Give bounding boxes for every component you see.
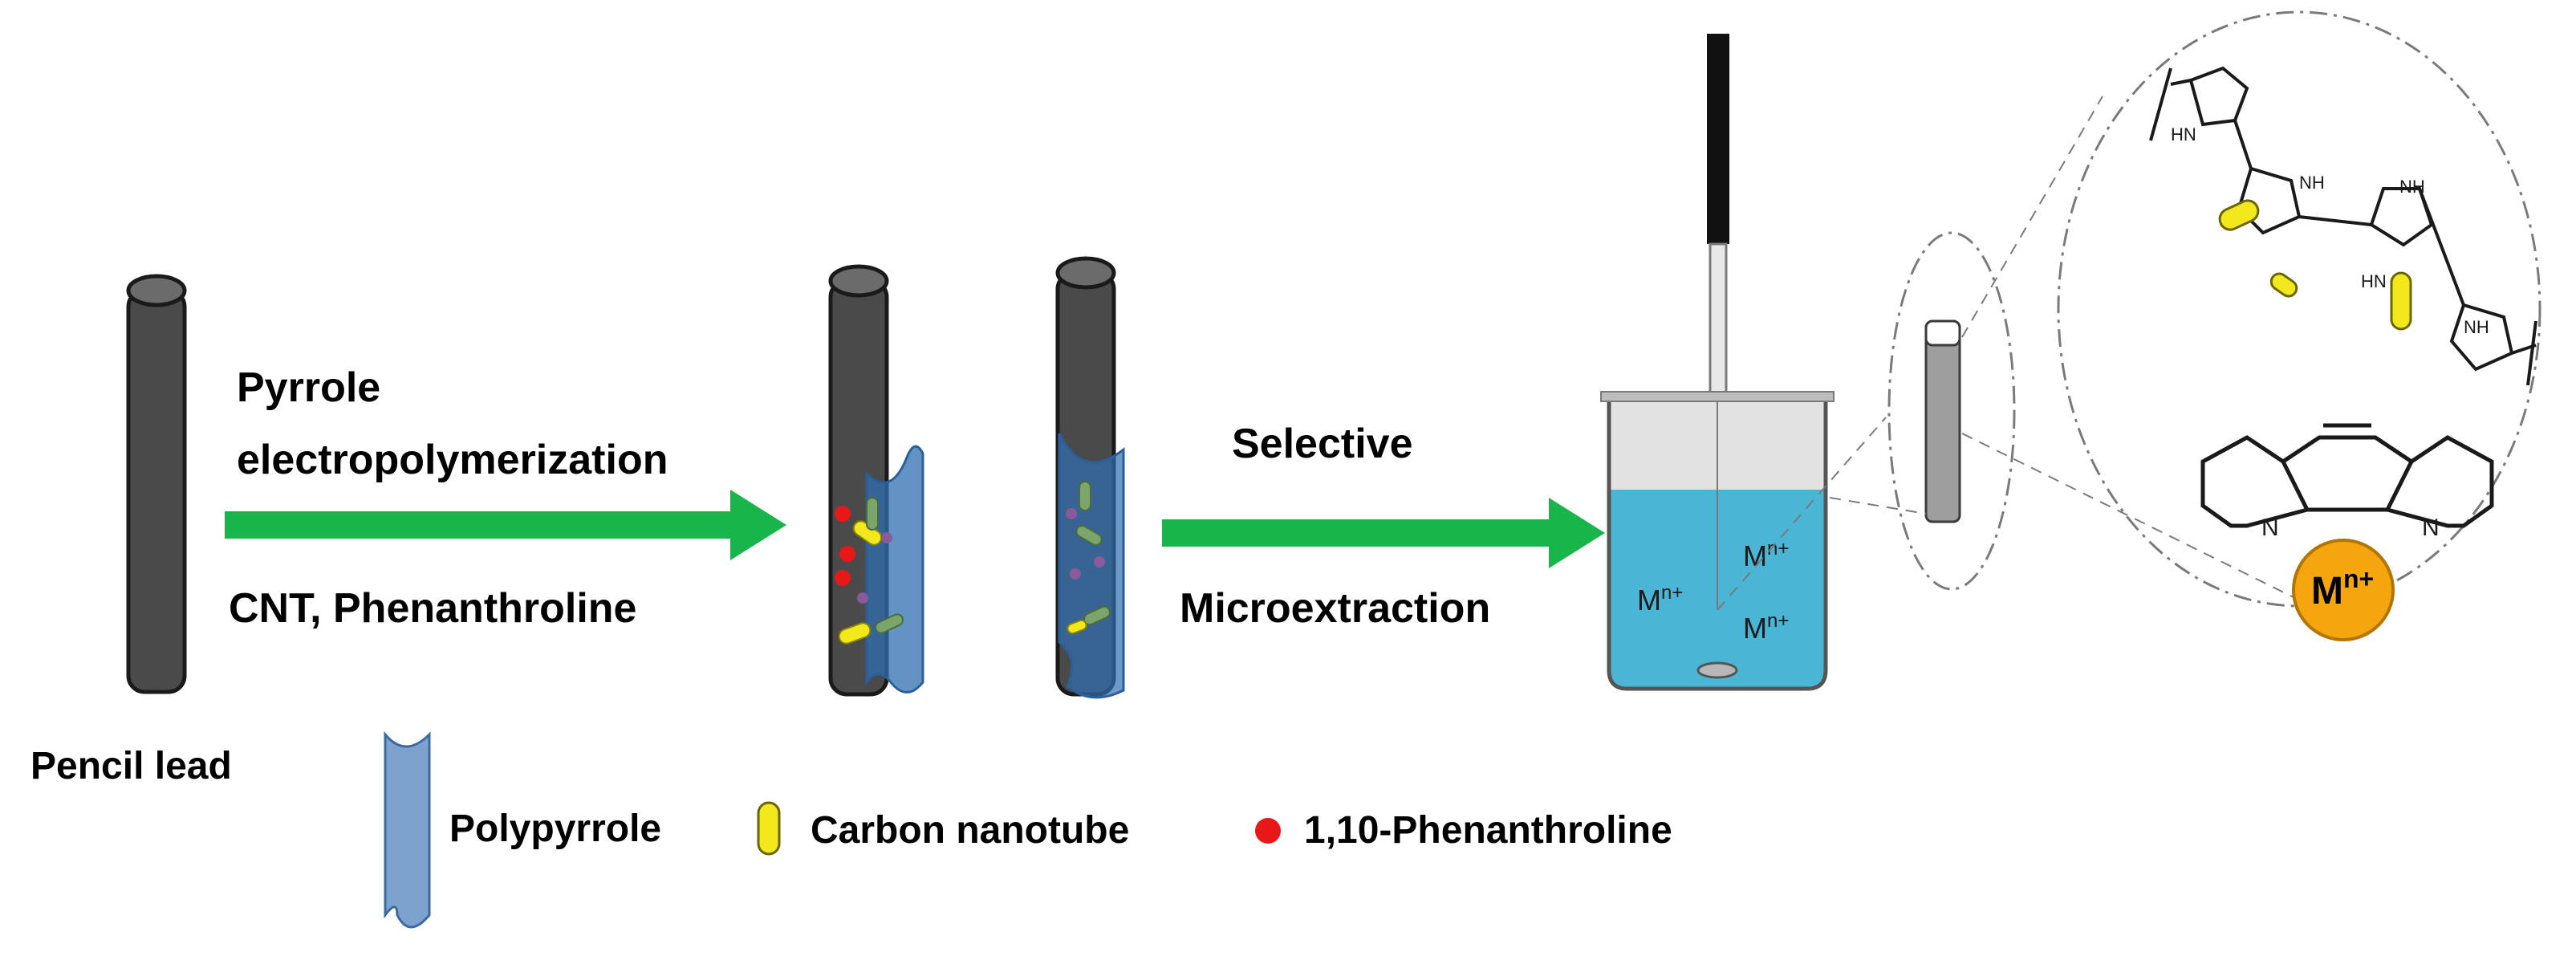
modified-rod-1	[828, 264, 924, 697]
green-arrow-1-head	[730, 490, 786, 560]
green-arrow-1-shaft	[225, 511, 734, 539]
nh-label-2: NH	[2299, 173, 2325, 193]
rod-1-phen-2	[839, 546, 855, 562]
beaker-ion-1: Mn+	[1637, 582, 1683, 616]
legend-phenanthroline-icon	[1255, 818, 1281, 844]
n-label-left: N	[2261, 515, 2279, 541]
rod-1-cnt-3	[866, 497, 879, 531]
step1-bottom: CNT, Phenanthroline	[229, 585, 636, 632]
beaker-rim	[1600, 391, 1834, 402]
electrode-tip-cap	[1924, 319, 1961, 347]
rod-1-dot-4	[881, 532, 892, 543]
svg-text:Mn+: Mn+	[1743, 610, 1789, 645]
legend-polypyrrole-label: Polypyrrole	[449, 808, 661, 850]
rod-2-dot-3	[1070, 568, 1081, 580]
beaker-ion-3: Mn+	[1743, 610, 1789, 645]
rod-2-dot-1	[1066, 508, 1077, 519]
step1-top-line2: electropolymerization	[237, 437, 668, 483]
polypyrrole-chain	[2149, 66, 2537, 386]
rod-2-cnt-2	[1075, 525, 1103, 546]
nh-label-3: NH	[2399, 177, 2425, 197]
nh-label-1: HN	[2171, 124, 2196, 144]
legend-cnt-icon	[757, 801, 781, 856]
phen-center-ring	[2280, 435, 2415, 512]
small-zoom-boundary	[1887, 231, 2016, 591]
electrode-rod	[1707, 34, 1729, 244]
electrode-wire	[1709, 242, 1728, 398]
rod-1-cnt-2	[838, 622, 872, 645]
stir-bar-icon	[1696, 661, 1738, 679]
rod-1-phen-3	[835, 570, 851, 586]
pyrrole-ring-1-bond	[2170, 79, 2192, 86]
metal-ion-complex: Mn+	[2292, 539, 2395, 641]
legend-polypyrrole-icon	[384, 730, 431, 929]
beaker-ion-2: Mn+	[1743, 538, 1789, 572]
rod-2-top	[1055, 256, 1116, 290]
legend-phenanthroline-label: 1,10-Phenanthroline	[1304, 809, 1672, 852]
rod-1-phen-1	[835, 506, 851, 522]
legend: Polypyrrole Carbon nanotube 1,10-Phenant…	[384, 730, 1672, 929]
nh-label-5: NH	[2464, 317, 2489, 337]
link-1-2	[2233, 120, 2253, 169]
chain-bracket-left	[2149, 67, 2172, 141]
zoom-cnt-1	[2218, 199, 2260, 231]
electrode-tip-zoom	[1924, 319, 1961, 523]
small-zoom-guide-1	[1717, 417, 1887, 611]
green-arrow-2-head	[1549, 498, 1605, 568]
svg-text:Mn+: Mn+	[1637, 582, 1683, 616]
phen-right-ring	[2387, 435, 2494, 528]
beaker-outline	[1607, 397, 1828, 691]
large-zoom-guide-1	[1961, 96, 2103, 338]
step2-bottom: Microextraction	[1180, 585, 1490, 632]
link-3-4	[2418, 188, 2465, 306]
pencil-lead	[126, 274, 187, 694]
green-arrow-2	[1162, 498, 1605, 568]
nh-label-4: HN	[2361, 271, 2387, 291]
legend-cnt-label: Carbon nanotube	[811, 809, 1129, 852]
link-2-3	[2298, 215, 2372, 226]
rod-1-polypyrrole-film	[865, 445, 924, 694]
pyrrole-ring-4	[2449, 303, 2514, 372]
n-label-right: N	[2422, 515, 2440, 541]
pencil-lead-top	[126, 274, 187, 307]
pencil-lead-label: Pencil lead	[30, 745, 232, 787]
rod-1-dot-5	[857, 592, 868, 604]
phenanthroline-molecule	[2200, 423, 2494, 528]
modified-rod-2	[1055, 256, 1125, 699]
rod-2-dot-2	[1094, 556, 1105, 567]
svg-text:Mn+: Mn+	[1743, 538, 1789, 572]
green-arrow-2-shaft	[1162, 519, 1555, 547]
extraction-setup	[1600, 34, 1834, 691]
rod-2-cnt-4	[1067, 619, 1087, 635]
rod-1-top	[828, 264, 889, 298]
pyrrole-ring-1	[2188, 66, 2249, 127]
large-zoom-boundary	[2057, 10, 2541, 608]
large-zoom-guide-2	[1961, 433, 2304, 603]
rod-2-cnt-1	[1079, 481, 1091, 511]
rod-1-cnt-4	[875, 613, 904, 634]
pencil-lead-body	[126, 288, 187, 694]
green-arrow-1	[225, 490, 786, 560]
step2-top: Selective	[1232, 421, 1413, 467]
zoom-cnt-3	[2390, 271, 2412, 331]
metal-ion-circle	[2292, 539, 2395, 641]
large-zoom-ellipse	[1961, 10, 2541, 608]
small-zoom-ellipse	[1717, 231, 2016, 611]
zoom-cnt-2	[2269, 272, 2298, 298]
step1-top-line1: Pyrrole	[237, 364, 380, 411]
phen-left-ring	[2200, 435, 2308, 528]
small-zoom-guide-2	[1829, 497, 1927, 515]
svg-text:Mn+: Mn+	[2311, 564, 2374, 612]
chain-bracket-right	[2526, 320, 2537, 386]
